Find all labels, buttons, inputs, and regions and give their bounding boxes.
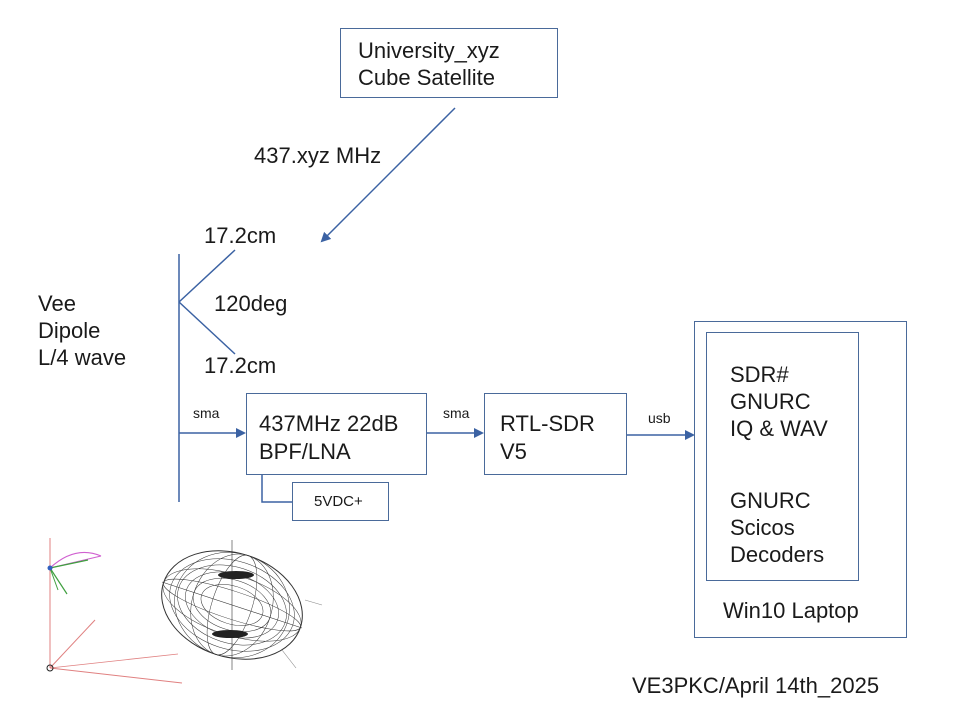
antenna-title-1: Vee (38, 291, 76, 316)
decoder-item-gnurc: GNURC (730, 488, 811, 513)
axes-illustration (46, 538, 183, 684)
laptop-label: Win10 Laptop (723, 598, 859, 623)
sma-label-2: sma (443, 405, 470, 421)
sdr-version: V5 (500, 439, 527, 464)
software-item-iqwav: IQ & WAV (730, 416, 828, 441)
software-box: SDR# GNURC IQ & WAV GNURC Scicos Decoder… (706, 332, 859, 581)
power-wire (261, 474, 292, 503)
laptop-box: SDR# GNURC IQ & WAV GNURC Scicos Decoder… (694, 321, 907, 638)
antenna-angle-label: 120deg (214, 291, 288, 316)
antenna-leg-top (178, 249, 236, 303)
downlink-arrow (320, 107, 456, 243)
satellite-name: University_xyz (358, 38, 500, 63)
sma-label-1: sma (193, 405, 220, 421)
radiation-pattern (161, 540, 323, 670)
software-item-gnurc: GNURC (730, 389, 811, 414)
lna-spec: 437MHz 22dB (259, 411, 399, 436)
frequency-label: 437.xyz MHz (254, 143, 382, 168)
antenna-title-3: L/4 wave (38, 345, 127, 370)
footer-credit: VE3PKC/April 14th_2025 (632, 673, 880, 698)
antenna-leg-bottom-label: 17.2cm (204, 353, 277, 378)
lna-type: BPF/LNA (259, 439, 351, 464)
usb-label: usb (648, 410, 671, 426)
decoder-item-scicos: Scicos (730, 515, 795, 540)
software-item-sdrsharp: SDR# (730, 362, 789, 387)
antenna-leg-top-label: 17.2cm (204, 223, 277, 248)
antenna-title-2: Dipole (38, 318, 101, 343)
power-box: 5VDC+ (292, 482, 389, 521)
antenna-leg-bottom (178, 301, 236, 355)
satellite-box: University_xyz Cube Satellite (340, 28, 558, 98)
decoder-item-decoders: Decoders (730, 542, 825, 567)
satellite-type: Cube Satellite (358, 65, 495, 90)
power-label: 5VDC+ (314, 493, 363, 510)
sdr-box: RTL-SDR V5 (484, 393, 627, 475)
lna-box: 437MHz 22dB BPF/LNA (246, 393, 427, 475)
sdr-model: RTL-SDR (500, 411, 595, 436)
